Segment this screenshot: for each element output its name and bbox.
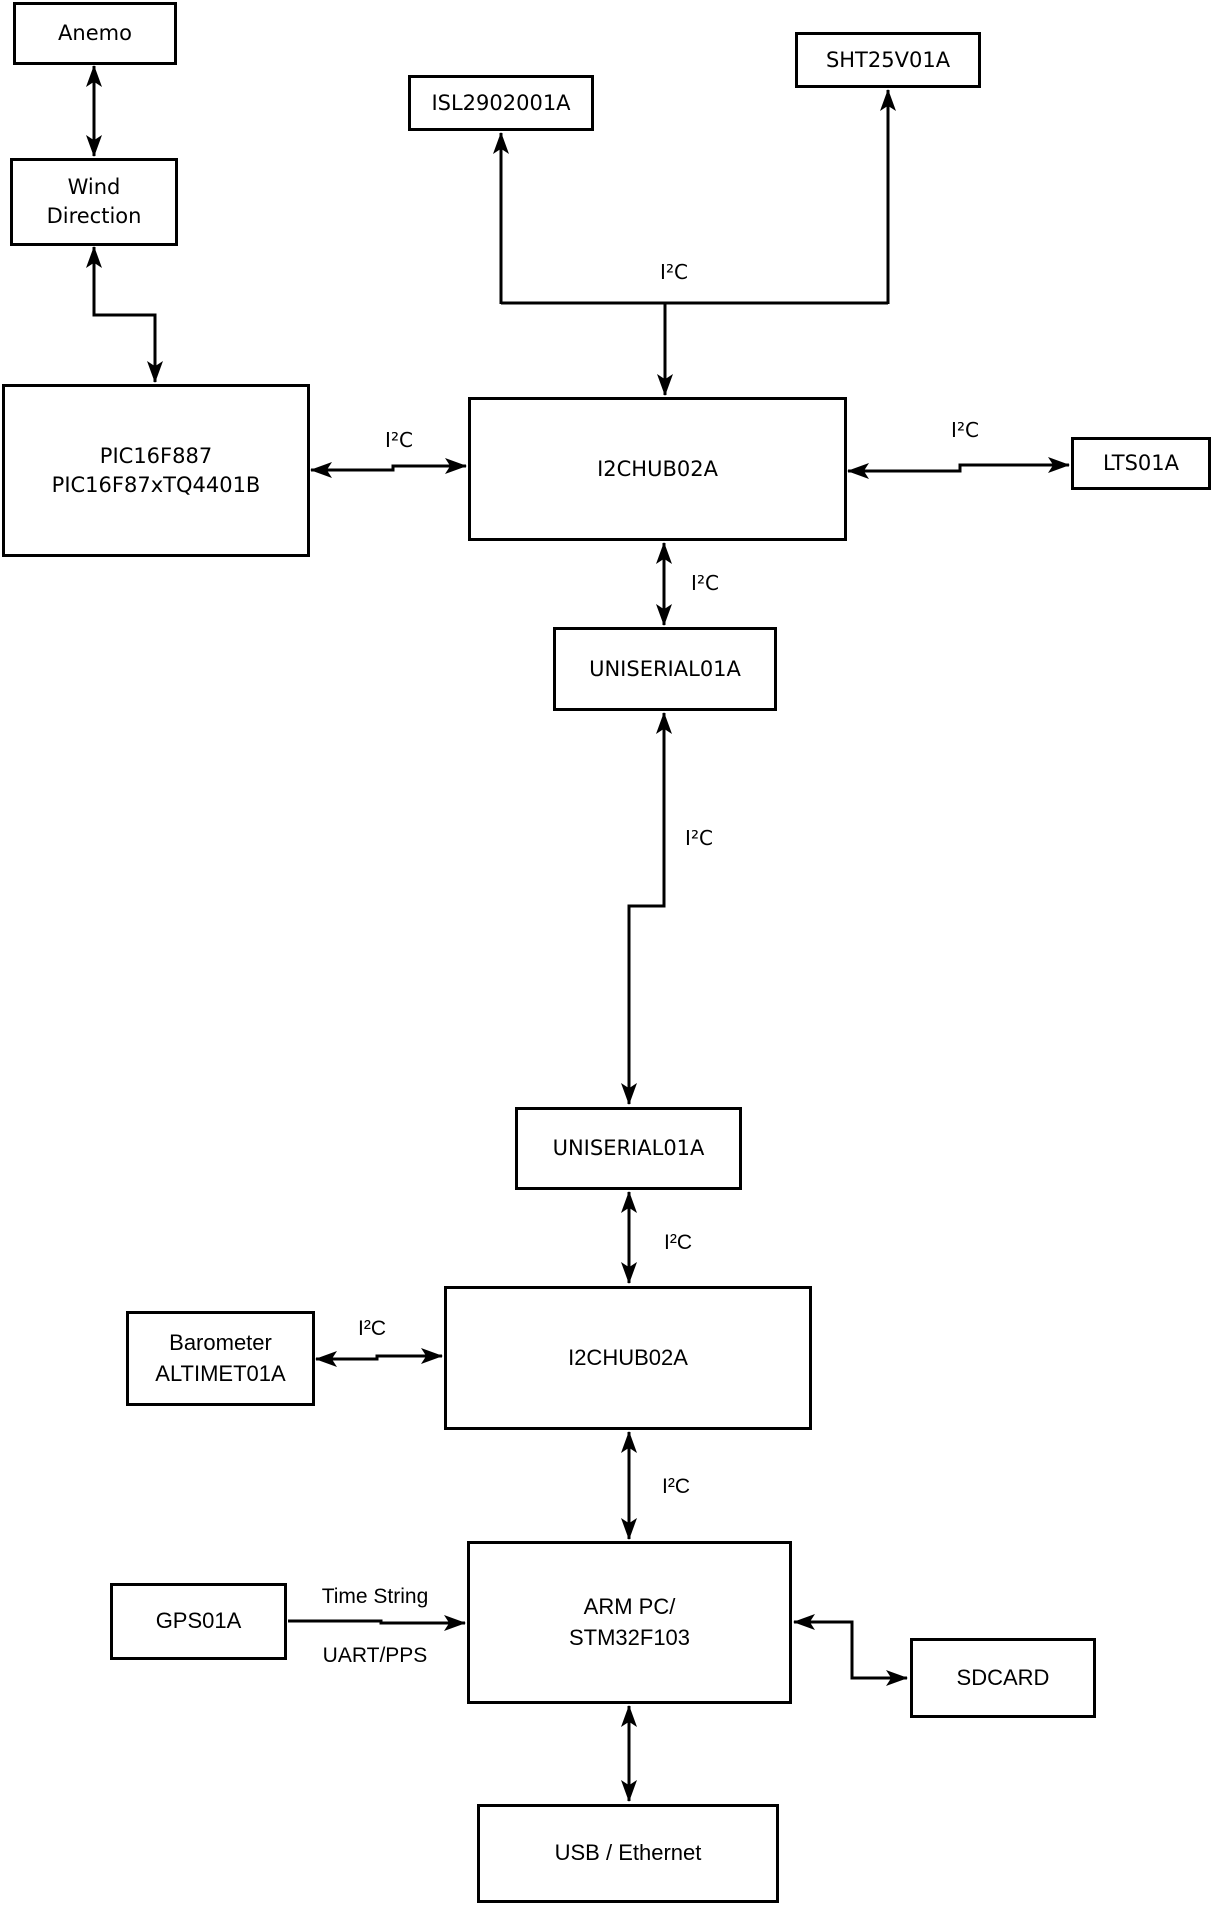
- box-pic16f887-label-line2: PIC16F87xTQ4401B: [51, 472, 261, 497]
- box-wind-direction-label-line2: Direction: [46, 204, 142, 228]
- box-wind-direction: Wind Direction: [10, 158, 178, 246]
- box-lts01a-label: LTS01A: [1102, 451, 1180, 476]
- edge-label-i2c-uniserial-hub2: I²C: [664, 1231, 692, 1254]
- box-anemo: Anemo: [13, 2, 177, 65]
- box-i2chub02a-top: I2CHUB02A: [468, 397, 847, 541]
- edge-label-i2c-pic: I²C: [385, 428, 413, 452]
- edge-arm-sdcard: [793, 1614, 908, 1686]
- edge-wind-pic: [86, 246, 163, 383]
- box-isl2902001a-label: ISL2902001A: [431, 90, 571, 115]
- box-sdcard: SDCARD: [910, 1638, 1096, 1718]
- box-usb-ethernet-label: USB / Ethernet: [554, 1840, 702, 1866]
- box-barometer-label-line2: ALTIMET01A: [155, 1360, 286, 1386]
- box-arm-label-line1: ARM PC/: [583, 1594, 676, 1620]
- edge-label-i2c-hub-uniserial: I²C: [691, 571, 719, 595]
- box-wind-direction-label-line1: Wind: [67, 175, 121, 200]
- box-uniserial01a-top: UNISERIAL01A: [553, 627, 777, 711]
- box-gps01a-label: GPS01A: [155, 1608, 242, 1634]
- box-sht25v01a-label: SHT25V01A: [825, 47, 951, 72]
- box-barometer-altimet01a: Barometer ALTIMET01A: [126, 1311, 315, 1406]
- box-i2chub02a-top-label: I2CHUB02A: [597, 456, 718, 481]
- edge-label-i2c-barometer: I²C: [358, 1317, 386, 1340]
- edge-barometer-i2chub-bottom: [315, 1348, 443, 1367]
- box-barometer-label-line1: Barometer: [169, 1330, 272, 1356]
- box-isl2902001a: ISL2902001A: [408, 75, 594, 131]
- box-arm-pc-stm32f103: ARM PC/ STM32F103: [467, 1541, 792, 1704]
- box-i2chub02a-bottom: I2CHUB02A: [444, 1286, 812, 1430]
- edge-uniserial-top-uniserial-bottom: [621, 712, 672, 1105]
- box-lts01a: LTS01A: [1071, 437, 1211, 490]
- edge-i2chub-top-lts: [847, 457, 1070, 479]
- box-pic16f887-label-line1: PIC16F887: [99, 443, 213, 468]
- edge-label-time-string: Time String: [321, 1585, 429, 1608]
- box-arm-label-line2: STM32F103: [568, 1624, 691, 1650]
- edge-label-i2c-hub2-arm: I²C: [662, 1475, 690, 1498]
- box-i2chub02a-bottom-label: I2CHUB02A: [568, 1344, 688, 1370]
- box-usb-ethernet: USB / Ethernet: [477, 1804, 779, 1903]
- box-uniserial01a-top-label: UNISERIAL01A: [589, 656, 741, 681]
- box-sht25v01a: SHT25V01A: [795, 32, 981, 88]
- box-gps01a: GPS01A: [110, 1583, 287, 1660]
- box-sdcard-label: SDCARD: [956, 1664, 1050, 1690]
- box-pic16f887: PIC16F887 PIC16F87xTQ4401B: [2, 384, 310, 557]
- edge-label-uart-pps: UART/PPS: [322, 1644, 428, 1667]
- box-uniserial01a-bottom-label: UNISERIAL01A: [552, 1136, 705, 1161]
- edge-label-i2c-long-link: I²C: [685, 826, 713, 850]
- box-uniserial01a-bottom: UNISERIAL01A: [515, 1107, 742, 1190]
- edge-label-i2c-lts: I²C: [951, 418, 979, 442]
- box-anemo-label: Anemo: [58, 21, 132, 46]
- edge-gps-arm: [288, 1615, 466, 1631]
- edge-label-i2c-bus: I²C: [660, 260, 688, 284]
- edge-pic-i2chub-top: [310, 458, 467, 478]
